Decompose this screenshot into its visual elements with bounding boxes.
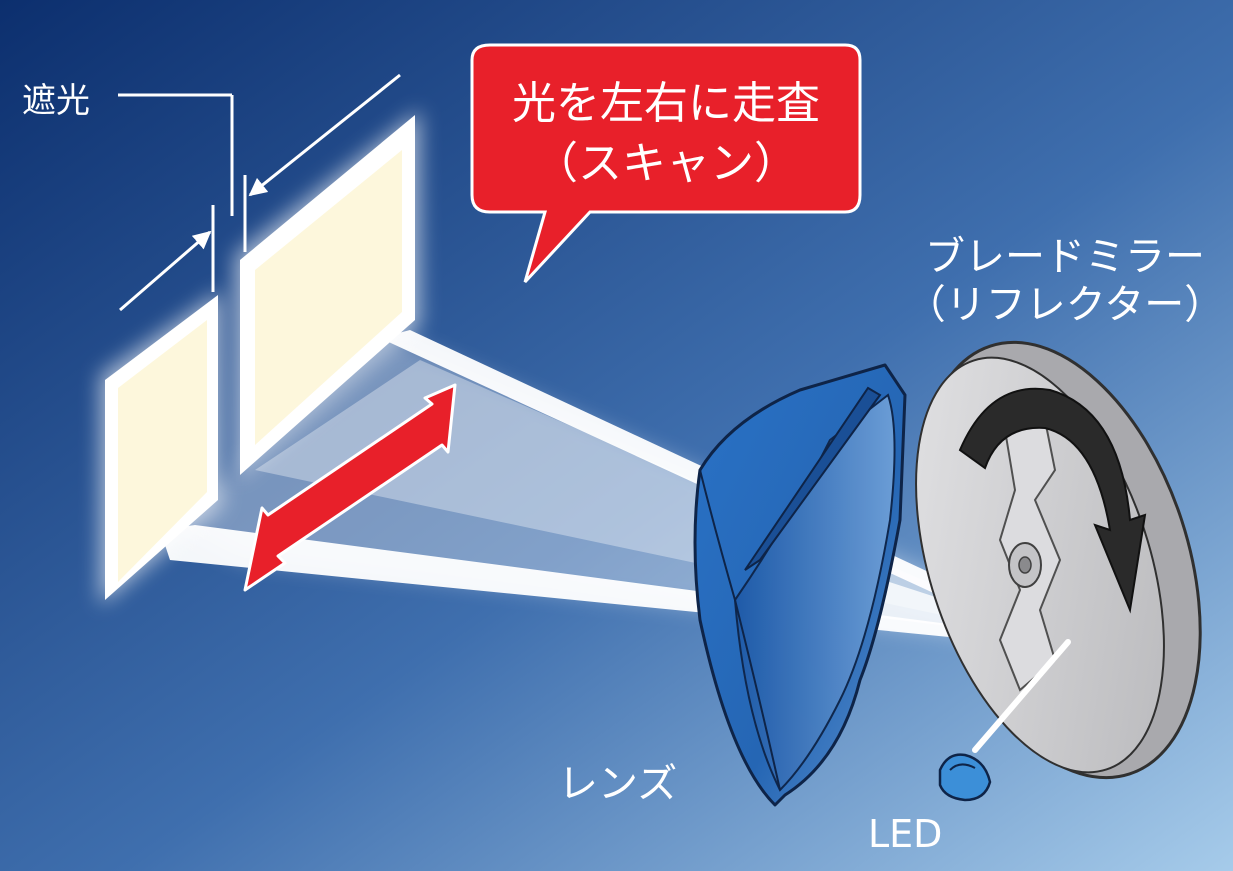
shading-label: 遮光 xyxy=(22,81,90,121)
shading-arrow-left xyxy=(119,230,212,312)
blade-mirror-label-line2: （リフレクター） xyxy=(906,282,1224,328)
shading-arrow-right xyxy=(248,73,401,197)
blade-mirror xyxy=(915,340,1202,780)
lens-label: レンズ xyxy=(558,761,677,807)
lens xyxy=(693,363,907,807)
scan-direction-arrow xyxy=(243,383,457,592)
led-label: LED xyxy=(868,812,942,856)
right-light-panel xyxy=(235,110,420,480)
blade-mirror-label-line1: ブレードミラー xyxy=(925,234,1205,280)
led-assembly xyxy=(938,639,1071,802)
shading-indicator xyxy=(118,73,401,312)
callout-line2: （スキャン） xyxy=(534,138,798,189)
left-light-panel xyxy=(100,290,222,605)
led-icon xyxy=(938,753,992,802)
scan-callout: 光を左右に走査 （スキャン） xyxy=(470,43,862,284)
rotation-arrow xyxy=(958,387,1147,614)
callout-line1: 光を左右に走査 xyxy=(512,78,820,129)
